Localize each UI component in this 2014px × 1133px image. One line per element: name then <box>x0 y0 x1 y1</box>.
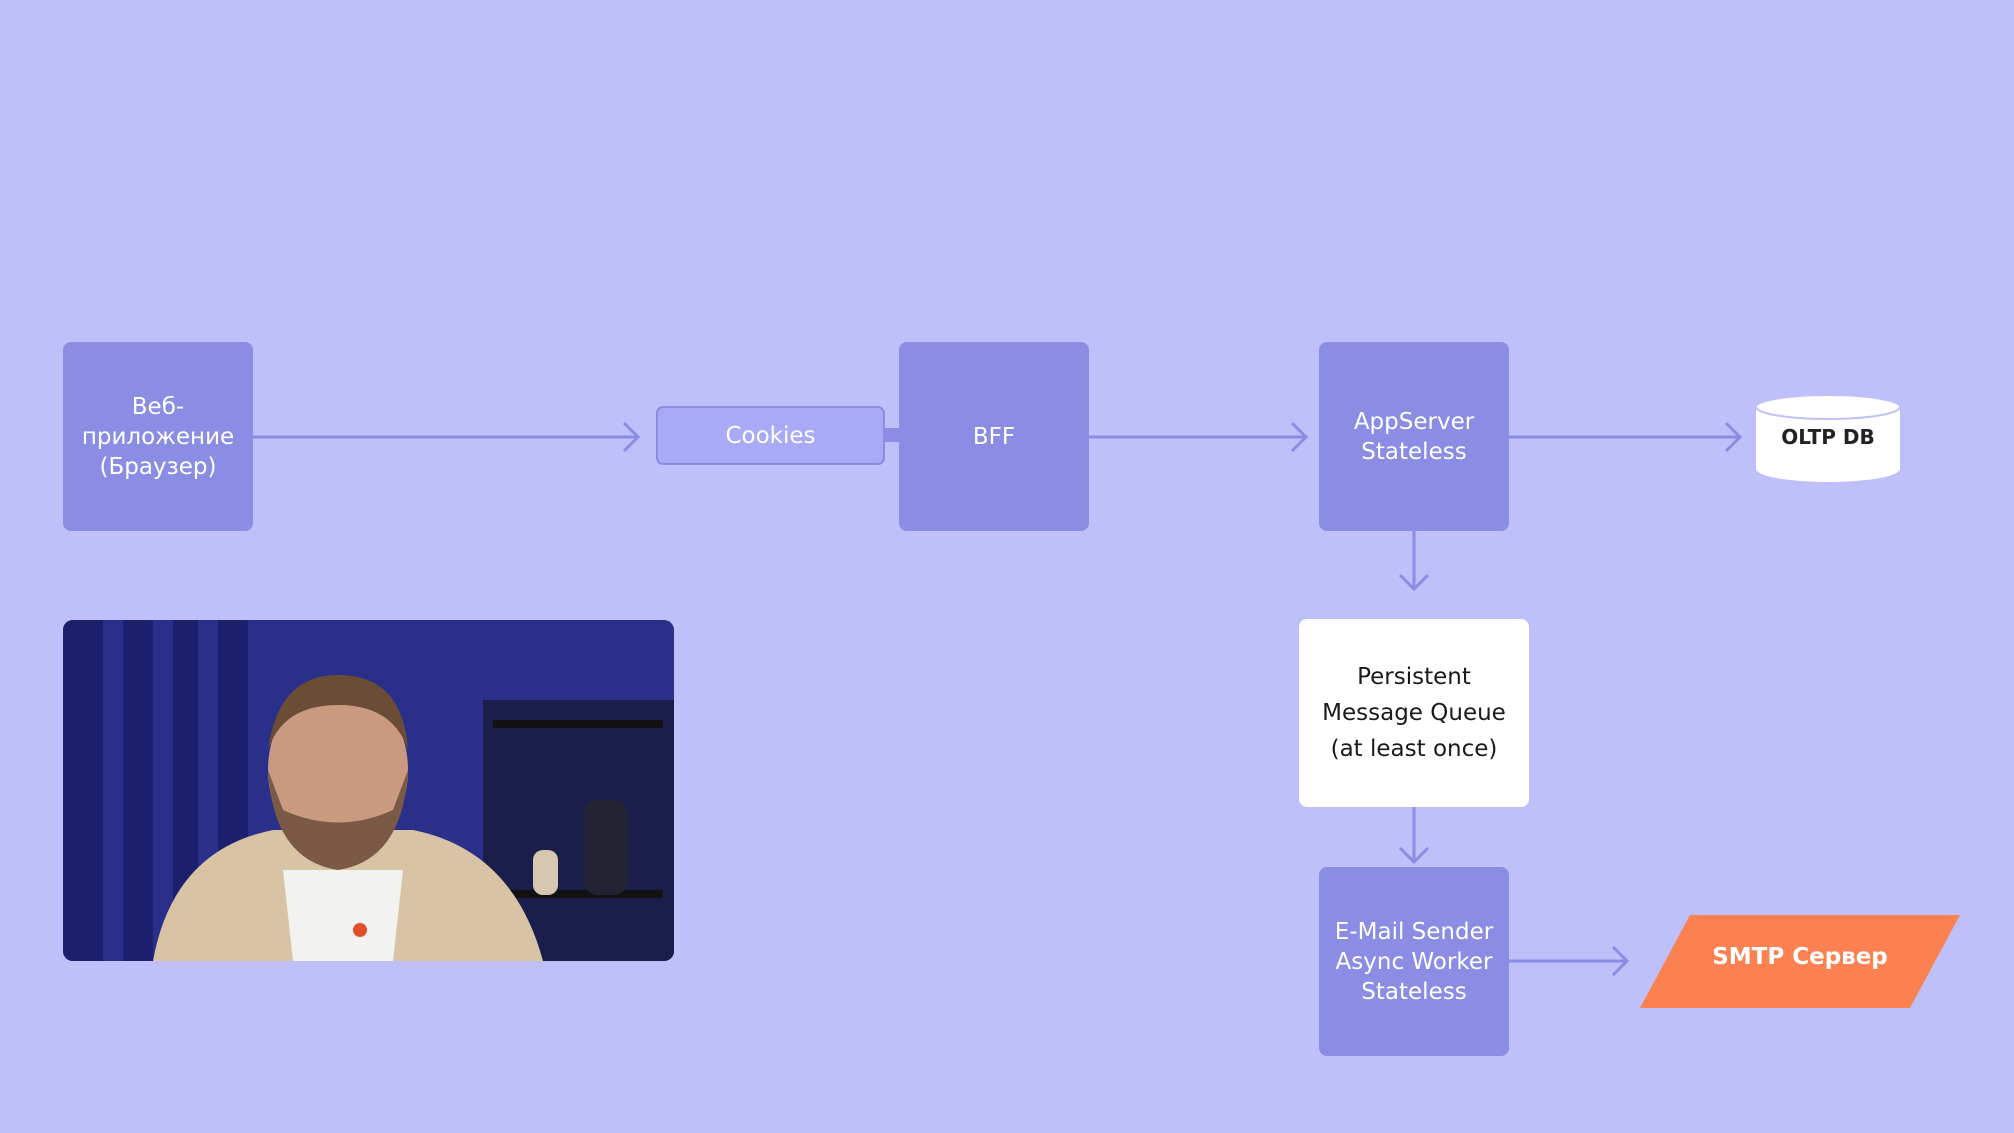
bff-label: BFF <box>972 423 1016 450</box>
arrow-web-to-cookies <box>253 421 641 453</box>
message-queue-label: Persistent Message Queue (at least once) <box>1322 664 1506 762</box>
cookies-bff-connector <box>885 428 899 442</box>
oltp-db-cylinder-icon <box>1755 394 1901 482</box>
web-app-node: Веб- приложение (Браузер) <box>63 342 253 531</box>
web-app-label: Веб- приложение (Браузер) <box>81 393 235 480</box>
message-queue-node: Persistent Message Queue (at least once) <box>1299 619 1529 807</box>
cookies-label: Cookies <box>725 422 816 449</box>
oltp-db-label: OLTP DB <box>1781 425 1875 449</box>
bff-node: BFF <box>899 342 1089 531</box>
arrow-email-to-smtp <box>1509 945 1630 977</box>
arrow-appserver-to-db <box>1509 421 1743 453</box>
appserver-node: AppServer Stateless <box>1319 342 1509 531</box>
arrow-bff-to-appserver <box>1089 421 1309 453</box>
arrow-appserver-to-queue <box>1398 531 1430 592</box>
cookies-node: Cookies <box>656 406 885 465</box>
presenter-video <box>63 620 674 961</box>
email-sender-node: E-Mail Sender Async Worker Stateless <box>1319 867 1509 1056</box>
smtp-server-shape <box>1640 915 1960 1008</box>
appserver-label: AppServer Stateless <box>1353 408 1475 465</box>
arrow-queue-to-email <box>1398 807 1430 865</box>
smtp-server-label: SMTP Сервер <box>1712 944 1888 970</box>
email-sender-label: E-Mail Sender Async Worker Stateless <box>1334 918 1494 1005</box>
